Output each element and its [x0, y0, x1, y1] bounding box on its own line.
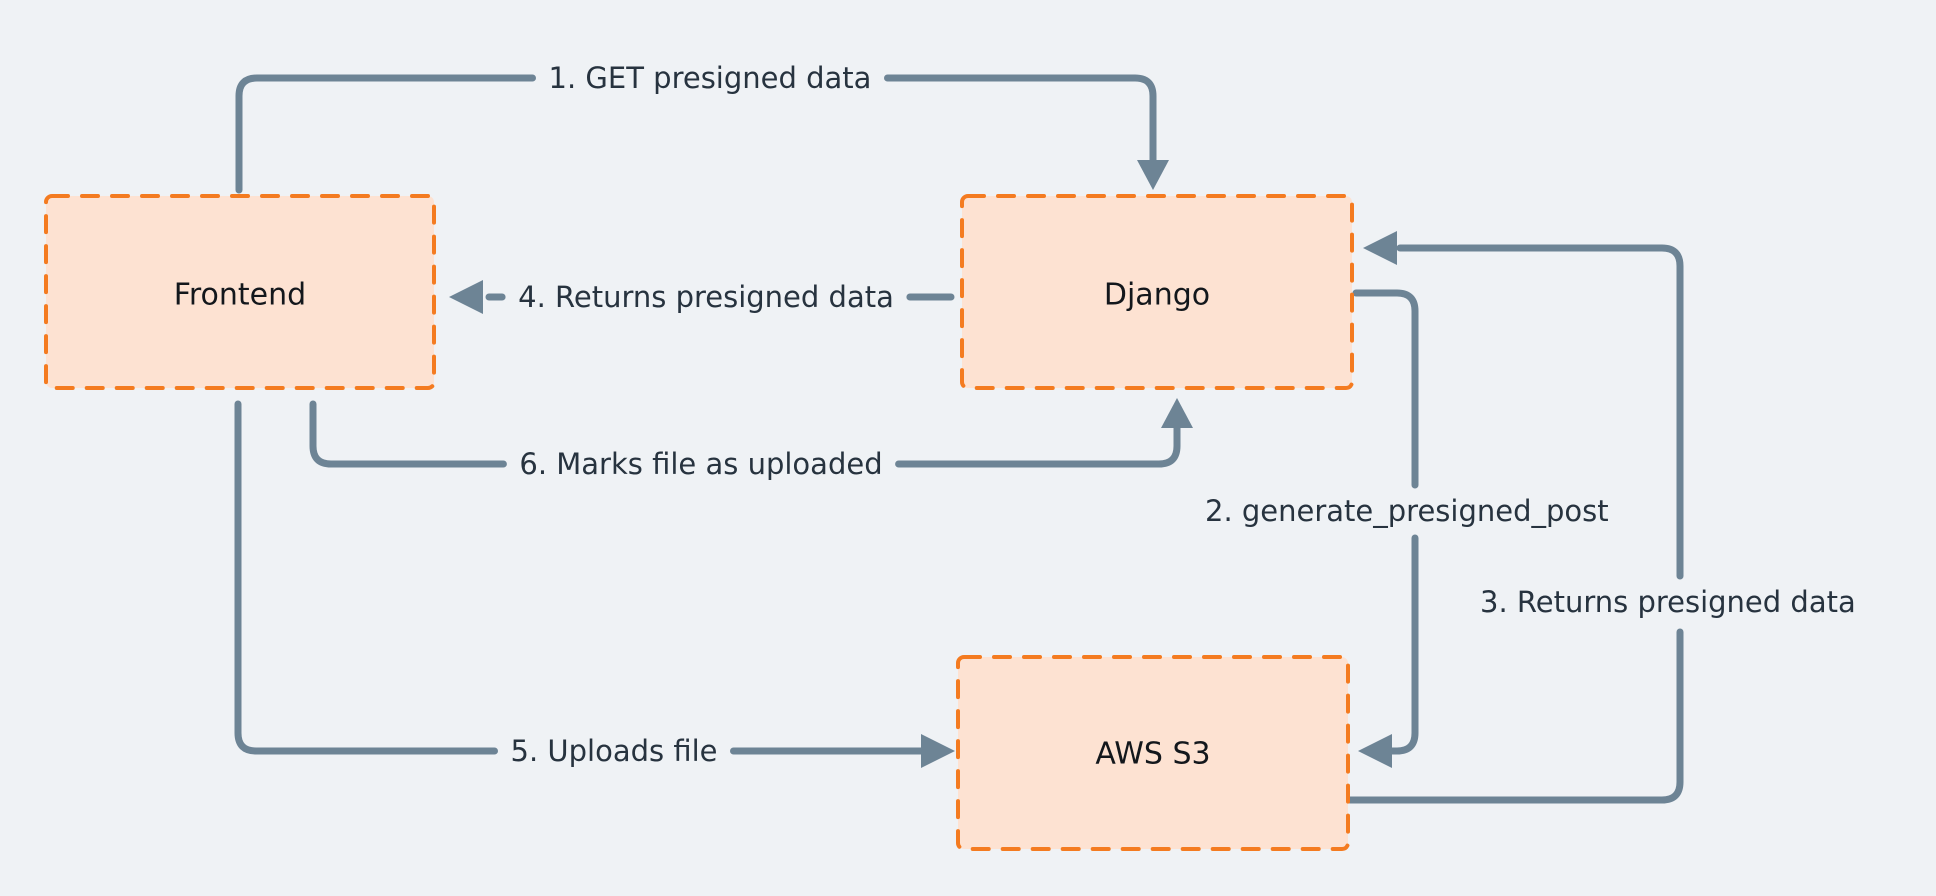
edge-4-label: 4. Returns presigned data — [518, 280, 894, 314]
node-django[interactable]: Django — [960, 194, 1354, 390]
edge-5-uploads-file — [234, 400, 955, 768]
edge-6-label: 6. Marks file as uploaded — [519, 447, 882, 481]
edge-1-path-left — [235, 74, 536, 194]
edge-2-label: 2. generate_presigned_post — [1205, 494, 1609, 528]
edge-6-path-left — [309, 400, 507, 468]
edge-3-path-bottom — [1346, 628, 1684, 804]
node-frontend-box[interactable] — [44, 194, 436, 390]
node-aws-s3-label: AWS S3 — [1095, 737, 1210, 772]
node-frontend[interactable]: Frontend — [44, 194, 436, 390]
edge-2-generate-presigned-post — [1352, 289, 1419, 768]
edge-6-marks-file-as-uploaded — [309, 398, 1193, 468]
edge-3-path-top — [1396, 244, 1684, 580]
edge-4-arrowhead — [449, 280, 483, 314]
edge-1-path-right — [884, 74, 1157, 172]
edge-3-returns-presigned-data — [1346, 231, 1684, 804]
edge-6-path-right — [895, 416, 1181, 468]
edge-1-label: 1. GET presigned data — [549, 61, 872, 95]
node-django-box[interactable] — [960, 194, 1354, 390]
edge-1-get-presigned-data — [235, 74, 1169, 194]
node-django-label: Django — [1104, 278, 1210, 313]
edge-3-arrowhead — [1363, 231, 1397, 265]
node-aws-s3[interactable]: AWS S3 — [956, 655, 1350, 851]
node-frontend-label: Frontend — [174, 278, 306, 313]
edge-4-returns-presigned-data — [449, 280, 955, 314]
edge-1-arrowhead — [1137, 160, 1169, 190]
edge-3-label: 3. Returns presigned data — [1480, 585, 1856, 619]
edge-5-path-left — [234, 400, 498, 755]
edge-2-arrowhead — [1358, 734, 1392, 768]
edge-6-arrowhead — [1161, 398, 1193, 428]
edge-2-path-top — [1352, 289, 1419, 489]
edge-5-label: 5. Uploads file — [511, 734, 718, 768]
edge-2-path-bottom — [1386, 534, 1419, 755]
edge-5-arrowhead — [921, 734, 955, 768]
node-aws-s3-box[interactable] — [956, 655, 1350, 851]
